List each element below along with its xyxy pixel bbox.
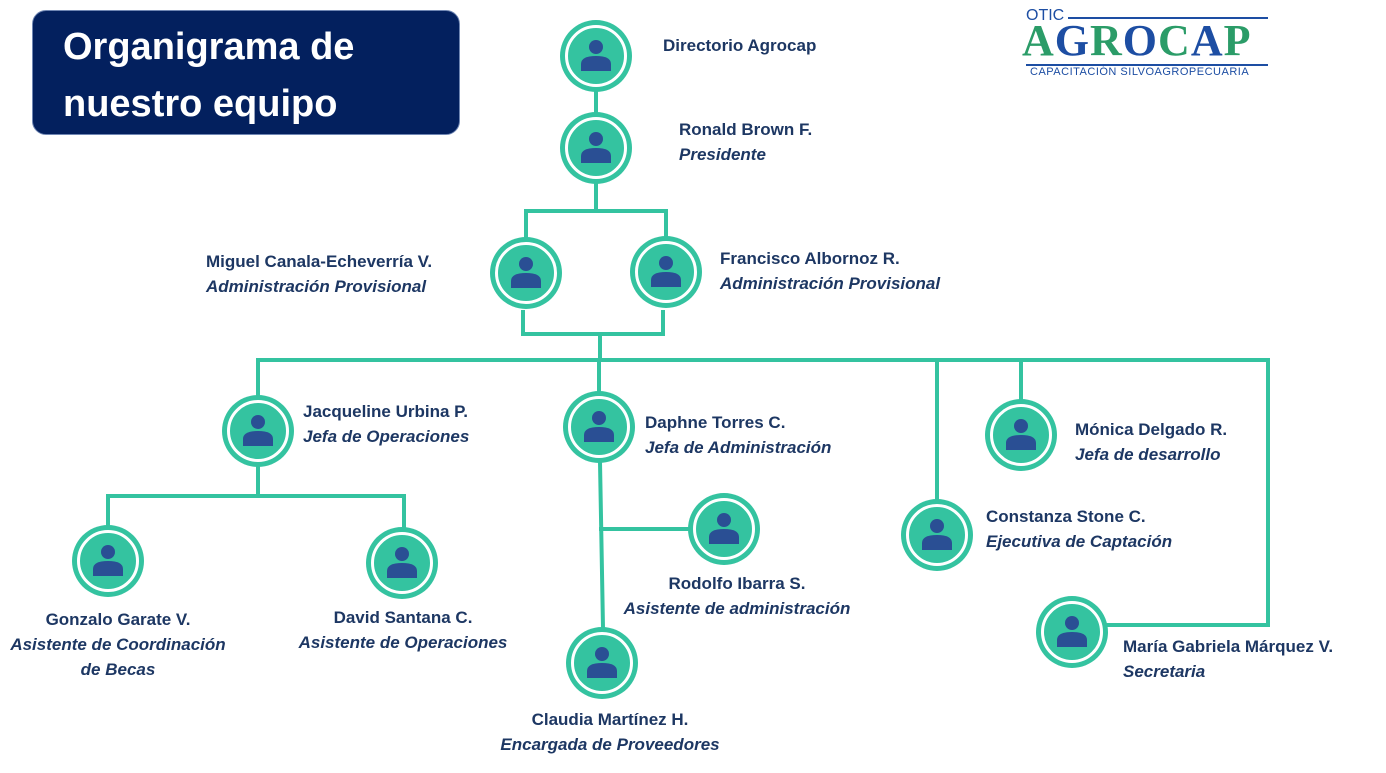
title-banner: Organigrama de nuestro equipo [32, 10, 460, 135]
page-title-line2: nuestro equipo [63, 83, 338, 125]
person-node-urbina [222, 395, 294, 467]
node-role: Presidente [679, 145, 766, 164]
node-name: Directorio Agrocap [663, 36, 817, 55]
person-icon [243, 415, 273, 446]
node-role: Ejecutiva de Captación [986, 532, 1173, 551]
person-node-presidente [560, 112, 632, 184]
person-icon [709, 513, 739, 544]
node-name: Claudia Martínez H. [531, 710, 689, 729]
page-title-line1: Organigrama de [63, 26, 355, 68]
node-label-albornoz: Francisco Albornoz R. Administración Pro… [720, 246, 940, 296]
node-label-garate: Gonzalo Garate V. Asistente de Coordinac… [10, 607, 225, 682]
node-name: Daphne Torres C. [645, 413, 786, 432]
person-node-canala [490, 237, 562, 309]
person-icon [581, 132, 611, 163]
node-role: Secretaria [1123, 662, 1206, 681]
node-label-martinez: Claudia Martínez H. Encargada de Proveed… [500, 707, 719, 757]
person-node-stone [901, 499, 973, 571]
node-label-directorio: Directorio Agrocap [663, 33, 816, 58]
node-label-ibarra: Rodolfo Ibarra S. Asistente de administr… [624, 571, 851, 621]
node-name: David Santana C. [333, 608, 473, 627]
node-name: Mónica Delgado R. [1075, 420, 1228, 439]
node-name: Jacqueline Urbina P. [303, 402, 469, 421]
person-node-torres [563, 391, 635, 463]
person-icon [387, 547, 417, 578]
node-label-delgado: Mónica Delgado R. Jefa de desarrollo [1075, 417, 1227, 467]
logo-prefix: OTIC [1026, 7, 1065, 24]
person-icon [93, 545, 123, 576]
person-icon [587, 647, 617, 678]
node-role: Asistente de Operaciones [298, 633, 508, 652]
person-icon [651, 256, 681, 287]
node-name: Constanza Stone C. [986, 507, 1146, 526]
person-node-martinez [566, 627, 638, 699]
person-node-santana [366, 527, 438, 599]
person-node-delgado [985, 399, 1057, 471]
node-role: Jefa de Administración [645, 438, 832, 457]
node-role: Jefa de Operaciones [303, 427, 470, 446]
node-name: Gonzalo Garate V. [45, 610, 191, 629]
person-icon [922, 519, 952, 550]
node-role: Administración Provisional [720, 274, 941, 293]
person-node-albornoz [630, 236, 702, 308]
person-icon [581, 40, 611, 71]
node-role: Encargada de Proveedores [500, 735, 720, 754]
node-name: María Gabriela Márquez V. [1123, 637, 1334, 656]
node-role: Jefa de desarrollo [1075, 445, 1221, 464]
node-label-stone: Constanza Stone C. Ejecutiva de Captació… [986, 504, 1172, 554]
node-name: Miguel Canala-Echeverría V. [206, 252, 433, 271]
person-node-ibarra [688, 493, 760, 565]
node-label-torres: Daphne Torres C. Jefa de Administración [645, 410, 831, 460]
node-label-urbina: Jacqueline Urbina P. Jefa de Operaciones [303, 399, 469, 449]
agrocap-logo: OTIC AGROCAP CAPACITACIÓN SILVOAGROPECUA… [1022, 5, 1272, 83]
logo-bottom-rule [1026, 64, 1268, 66]
logo-top-rule [1068, 17, 1268, 19]
person-icon [1057, 616, 1087, 647]
node-label-canala: Miguel Canala-Echeverría V. Administraci… [206, 249, 432, 299]
person-icon [511, 257, 541, 288]
node-role: Asistente de administración [623, 599, 851, 618]
logo-wordmark: AGROCAP [1022, 16, 1252, 65]
node-name: Francisco Albornoz R. [720, 249, 900, 268]
person-icon [1006, 419, 1036, 450]
node-role: Administración Provisional [206, 277, 427, 296]
node-role: Asistente de Coordinación [10, 635, 226, 654]
node-name: Ronald Brown F. [679, 120, 813, 139]
person-node-marquez [1036, 596, 1108, 668]
node-label-santana: David Santana C. Asistente de Operacione… [299, 605, 508, 655]
node-role-line2: de Becas [80, 660, 156, 679]
person-icon [584, 411, 614, 442]
node-label-marquez: María Gabriela Márquez V. Secretaria [1123, 634, 1333, 684]
person-node-directorio [560, 20, 632, 92]
person-node-garate [72, 525, 144, 597]
node-name: Rodolfo Ibarra S. [668, 574, 806, 593]
connector-line [597, 459, 606, 631]
logo-tagline: CAPACITACIÓN SILVOAGROPECUARIA [1030, 66, 1250, 78]
node-label-presidente: Ronald Brown F. Presidente [679, 117, 812, 167]
